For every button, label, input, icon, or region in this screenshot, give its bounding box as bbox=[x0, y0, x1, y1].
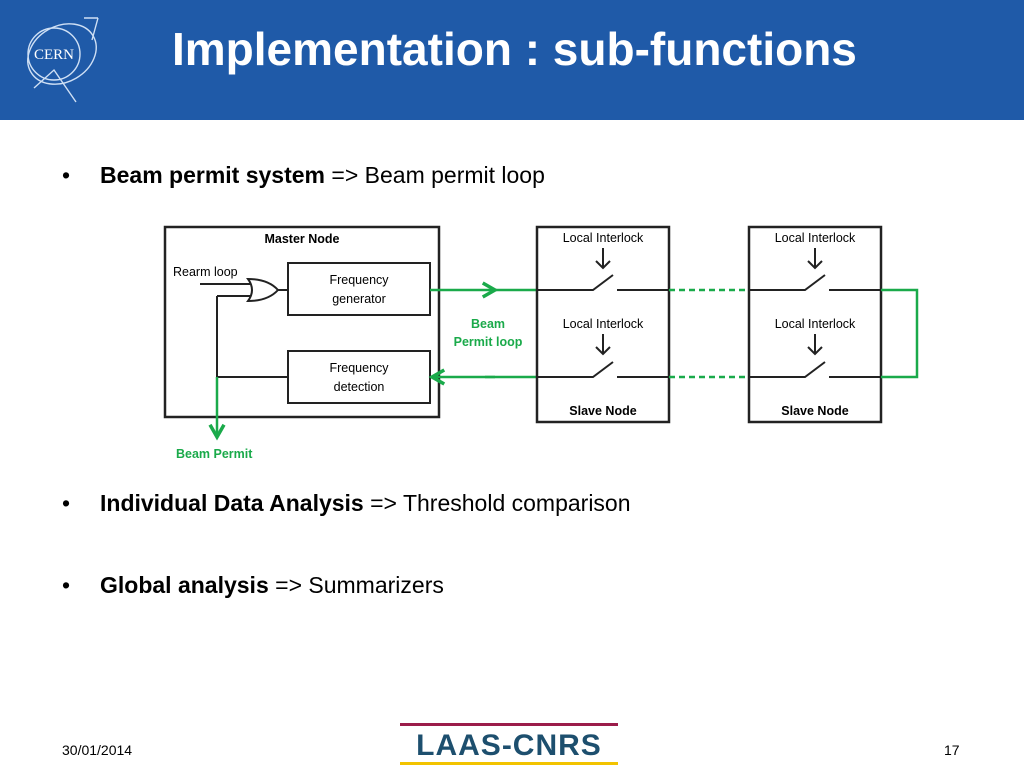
or-gate bbox=[246, 277, 280, 303]
frequency-generator-line2: generator bbox=[332, 292, 386, 306]
switch-1b bbox=[537, 361, 669, 378]
beam-permit-label: Beam Permit bbox=[176, 447, 253, 461]
local-interlock-label-1b: Local Interlock bbox=[563, 317, 644, 331]
frequency-detection-line1: Frequency bbox=[329, 361, 389, 375]
bullet-global-analysis: • Global analysis => Summarizers bbox=[62, 572, 444, 599]
loop-closure-line bbox=[881, 288, 919, 379]
slide-title: Implementation : sub-functions bbox=[172, 23, 857, 75]
slave-node-label-2: Slave Node bbox=[781, 404, 848, 418]
beam-permit-loop-line1: Beam bbox=[471, 317, 505, 331]
laas-cnrs-logo: LAAS-CNRS bbox=[400, 723, 618, 765]
interlock-arrow-1a bbox=[595, 248, 611, 270]
switch-1a bbox=[537, 274, 669, 291]
slave-node-label-1: Slave Node bbox=[569, 404, 636, 418]
bullet-dot: • bbox=[62, 490, 71, 516]
bullet-beam-permit: • Beam permit system => Beam permit loop bbox=[62, 162, 545, 189]
frequency-generator-line1: Frequency bbox=[329, 273, 389, 287]
rearm-loop-label: Rearm loop bbox=[173, 265, 238, 279]
beam-permit-loop-diagram: Master Node Rearm loop Frequency generat… bbox=[163, 225, 919, 461]
bullet-text: => Threshold comparison bbox=[363, 490, 631, 516]
svg-text:CERN: CERN bbox=[34, 47, 74, 63]
svg-text:LAAS-CNRS: LAAS-CNRS bbox=[416, 729, 602, 762]
bullet-dot: • bbox=[62, 162, 71, 188]
bullet-bold: Global analysis bbox=[100, 572, 269, 598]
bullet-text: => Summarizers bbox=[268, 572, 444, 598]
beam-permit-loop-line2: Permit loop bbox=[454, 335, 523, 349]
local-interlock-label-2a: Local Interlock bbox=[775, 231, 856, 245]
master-node-box bbox=[163, 225, 441, 419]
slave-node-box-1 bbox=[535, 225, 671, 424]
bullet-dot: • bbox=[62, 572, 71, 598]
footer-date: 30/01/2014 bbox=[62, 742, 133, 758]
frequency-detection-line2: detection bbox=[334, 380, 385, 394]
frequency-generator-box bbox=[287, 262, 431, 316]
bullet-bold: Beam permit system bbox=[100, 162, 325, 188]
header-bar: CERN Implementation : sub-functions bbox=[0, 0, 1024, 120]
slave-node-box-2 bbox=[747, 225, 883, 424]
switch-2a bbox=[749, 274, 881, 291]
page-number: 17 bbox=[944, 742, 960, 758]
frequency-detection-box bbox=[287, 350, 431, 404]
switch-2b bbox=[749, 361, 881, 378]
local-interlock-label-1a: Local Interlock bbox=[563, 231, 644, 245]
cern-logo: CERN bbox=[27, 17, 99, 103]
master-node-label: Master Node bbox=[264, 232, 339, 246]
bullet-bold: Individual Data Analysis bbox=[100, 490, 364, 516]
interlock-arrow-1b bbox=[595, 334, 611, 356]
bullet-text: => Beam permit loop bbox=[325, 162, 545, 188]
interlock-arrow-2a bbox=[807, 248, 823, 270]
bullet-data-analysis: • Individual Data Analysis => Threshold … bbox=[62, 490, 631, 517]
interlock-arrow-2b bbox=[807, 334, 823, 356]
local-interlock-label-2b: Local Interlock bbox=[775, 317, 856, 331]
